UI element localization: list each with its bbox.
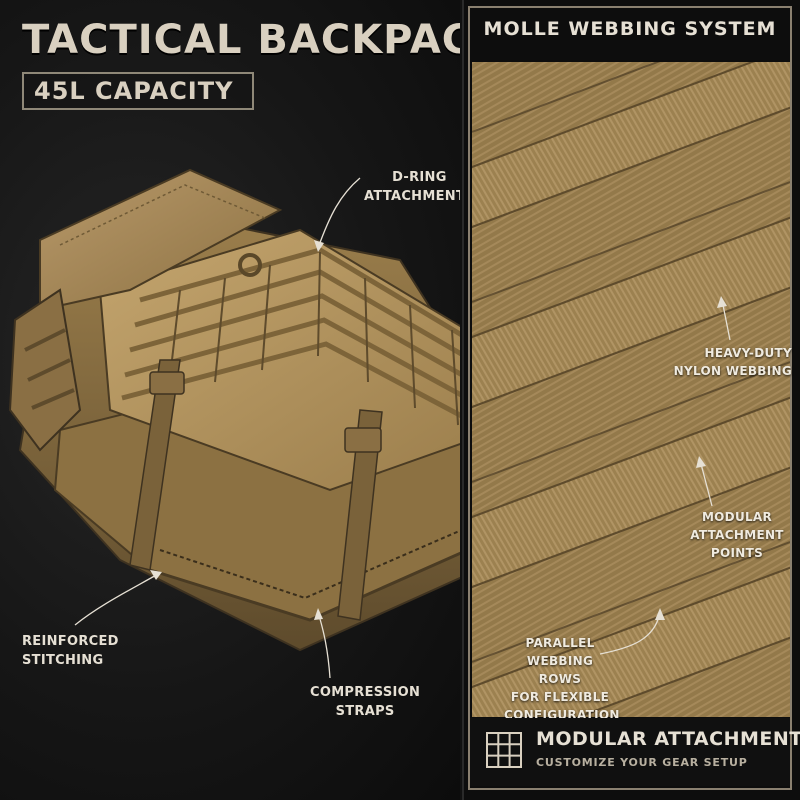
modular-points-callout: MODULAR ATTACHMENT POINTS	[682, 508, 792, 562]
d-ring-callout-line-1: D-RING	[392, 170, 447, 185]
compression-straps	[129, 359, 383, 621]
d-ring-callout-line-2: ATTACHMENTS	[364, 189, 460, 204]
d-ring	[238, 253, 262, 277]
d-ring-callout: D-RING ATTACHMENTS	[364, 168, 460, 206]
stitching-callout-line-2: STITCHING	[22, 653, 104, 668]
footer-title: MODULAR ATTACHMENT	[536, 728, 800, 750]
nylon-callout-line-2: NYLON WEBBING	[673, 364, 792, 378]
product-panel: TACTICAL BACKPACK 45L CAPACITY	[0, 0, 460, 800]
compression-callout-line-2: STRAPS	[335, 704, 395, 719]
molle-title: MOLLE WEBBING SYSTEM	[483, 18, 777, 40]
footer-subtitle: CUSTOMIZE YOUR GEAR SETUP	[536, 756, 748, 769]
capacity-text: 45L CAPACITY	[34, 77, 234, 105]
nylon-callout-line-1: HEAVY-DUTY	[704, 346, 792, 360]
parallel-callout-line-3: FOR FLEXIBLE	[510, 690, 610, 704]
parallel-callout-line-1: PARALLEL	[525, 636, 595, 650]
footer-bar: MODULAR ATTACHMENT CUSTOMIZE YOUR GEAR S…	[470, 718, 800, 786]
grid-icon	[486, 732, 522, 768]
modular-callout-line-2: ATTACHMENT	[690, 528, 784, 542]
webbing-texture	[472, 62, 790, 717]
capacity-badge: 45L CAPACITY	[22, 72, 254, 110]
webbing-closeup	[472, 62, 790, 717]
stitching-callout: REINFORCED STITCHING	[22, 632, 119, 670]
nylon-callout: HEAVY-DUTY NYLON WEBBING	[662, 344, 792, 380]
compression-callout: COMPRESSION STRAPS	[310, 683, 420, 721]
modular-callout-line-3: POINTS	[710, 546, 764, 560]
compression-callout-line-1: COMPRESSION	[310, 685, 421, 700]
molle-detail-panel: MOLLE WEBBING SYSTEM	[462, 0, 800, 800]
product-title: TACTICAL BACKPACK	[22, 17, 460, 63]
top-pocket	[39, 168, 283, 312]
parallel-callout-line-2: WEBBING ROWS	[526, 654, 594, 686]
parallel-rows-callout: PARALLEL WEBBING ROWS FOR FLEXIBLE CONFI…	[504, 634, 619, 724]
stitching-callout-line-1: REINFORCED	[22, 634, 119, 649]
backpack-illustration	[8, 168, 460, 652]
modular-callout-line-1: MODULAR	[701, 510, 773, 524]
detail-frame	[468, 6, 792, 790]
